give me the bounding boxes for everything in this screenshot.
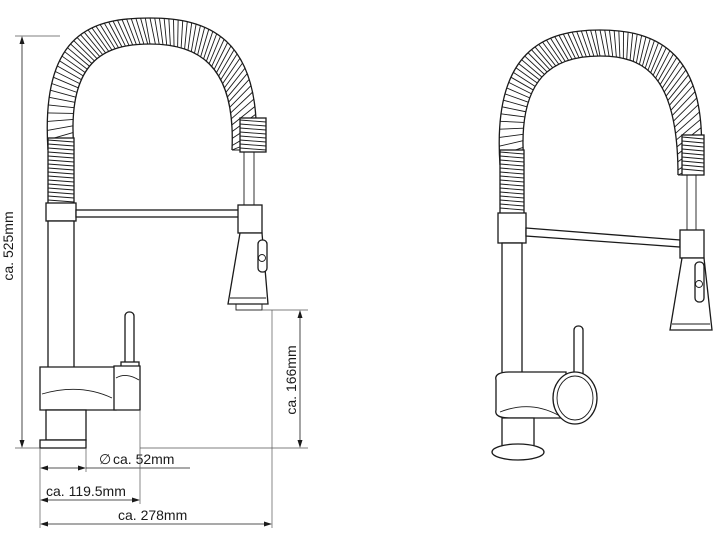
coil-turn xyxy=(535,47,553,68)
coil-turn xyxy=(609,30,612,56)
valve-body-perspective xyxy=(496,372,597,424)
spout-arm xyxy=(76,210,240,217)
coil-turn xyxy=(505,94,528,102)
coil-turn xyxy=(500,128,524,129)
coil-turn xyxy=(47,119,73,121)
coil-turn xyxy=(198,27,205,55)
coil-turn xyxy=(507,88,530,98)
coil-turn xyxy=(159,18,163,44)
coil-turn xyxy=(577,31,587,56)
coil-turn xyxy=(204,31,213,59)
main-column xyxy=(48,221,74,369)
coil-turn xyxy=(664,65,683,91)
coil-turn xyxy=(671,86,693,111)
coil-turn xyxy=(581,31,590,56)
coil-turn xyxy=(499,141,523,146)
coil-turn xyxy=(88,30,106,53)
coil-turn xyxy=(53,77,78,88)
spring-coil xyxy=(47,18,256,150)
coil-turn xyxy=(155,18,159,44)
coil-turn xyxy=(619,31,620,58)
coil-turn xyxy=(48,105,74,108)
coil-turn xyxy=(181,21,183,48)
coil-turn xyxy=(630,33,633,60)
coil-turn xyxy=(201,29,209,57)
coil-turn xyxy=(586,30,594,56)
coil-turn xyxy=(591,30,598,56)
coil-turn xyxy=(141,18,148,44)
valve-body xyxy=(40,366,140,410)
faucet-base-perspective xyxy=(492,418,544,460)
main-column-perspective xyxy=(502,243,522,381)
coil-turn xyxy=(499,134,523,137)
coil-turn xyxy=(605,30,609,56)
coil-turn xyxy=(502,107,526,112)
coil-turn xyxy=(74,41,95,61)
diameter-symbol: ∅ xyxy=(99,451,111,467)
coil-turn xyxy=(47,126,73,131)
coil-turn xyxy=(178,20,179,47)
coil-turn xyxy=(185,22,188,49)
coil-turn xyxy=(92,28,109,51)
coil-turn xyxy=(668,75,689,101)
coil-turn xyxy=(55,71,80,83)
coil-turn xyxy=(642,39,650,67)
faucet-base xyxy=(40,410,86,448)
dimension-spout-height: ca. 166mm xyxy=(140,310,308,448)
dimension-label-base-to-lever: ca. 119.5mm xyxy=(46,483,126,499)
column-collar-perspective xyxy=(498,213,526,243)
coil-turn xyxy=(81,35,100,57)
dimension-label-height-total: ca. 525mm xyxy=(0,211,16,280)
lever-handle xyxy=(121,312,139,370)
coil-turn xyxy=(662,61,680,88)
coil-turn xyxy=(145,18,150,44)
coil-turn xyxy=(660,57,677,84)
coil-turn xyxy=(174,19,175,46)
coil-turn xyxy=(77,37,97,58)
coil-turn xyxy=(539,44,556,65)
spring-coil-perspective xyxy=(499,30,704,214)
coil-turn xyxy=(50,90,76,97)
column-collar xyxy=(46,203,76,221)
dimension-label-reach: ca. 278mm xyxy=(118,507,187,523)
coil-turn xyxy=(614,30,616,57)
spout-arm-perspective xyxy=(526,228,680,247)
coil-turn xyxy=(223,58,240,83)
spray-head xyxy=(228,205,268,310)
coil-turn xyxy=(666,70,686,96)
coil-turn xyxy=(627,32,628,59)
dimension-label-spout-height: ca. 166mm xyxy=(283,345,299,414)
coil-turn xyxy=(645,40,654,68)
coil-turn xyxy=(595,30,600,56)
coil-turn xyxy=(224,63,242,88)
coil-turn xyxy=(52,83,77,92)
coil-turn xyxy=(509,82,532,93)
coil-turn xyxy=(503,100,527,107)
coil-turn xyxy=(96,26,112,50)
coil-turn xyxy=(600,30,605,56)
coil-turn xyxy=(150,18,155,44)
coil-turn xyxy=(136,18,144,44)
coil-turn xyxy=(188,23,192,50)
coil-turn xyxy=(501,114,525,117)
coil-turn xyxy=(670,80,691,105)
coil-turn xyxy=(500,121,524,122)
coil-turn xyxy=(71,44,92,64)
coil-turn xyxy=(131,19,140,45)
dimension-label-base-diameter: ca. 52mm xyxy=(113,451,174,467)
coil-turn xyxy=(164,18,167,45)
faucet-side-view: ca. 525mm ca. 166mm ∅ ca. 52mm ca. 119 xyxy=(0,18,308,528)
coil-turn xyxy=(127,19,137,45)
coil-turn xyxy=(49,97,75,102)
coil-turn xyxy=(511,77,533,90)
coil-turn xyxy=(633,34,637,61)
faucet-perspective-view xyxy=(492,30,712,460)
coil-turn xyxy=(169,19,171,46)
coil-turn xyxy=(531,50,549,70)
coil-turn xyxy=(84,32,102,54)
